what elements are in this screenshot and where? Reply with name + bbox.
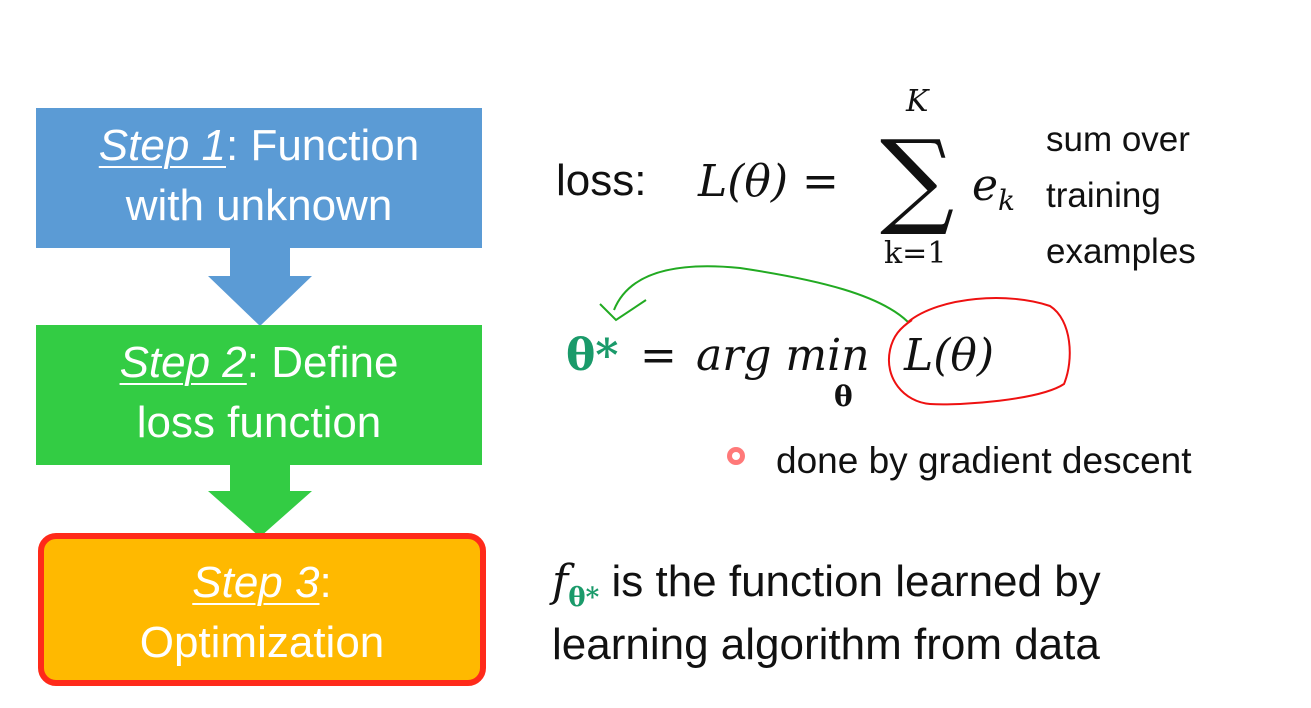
sum-term-subscript: k xyxy=(998,184,1016,217)
argmin-equals: = xyxy=(640,330,677,381)
argmin-operator: arg min xyxy=(696,330,870,381)
step-1-title-rest: : Function xyxy=(226,121,420,170)
step-1-title: Step 1 xyxy=(98,121,226,170)
loss-lhs: L(θ) = xyxy=(698,156,839,207)
down-arrow-1 xyxy=(208,248,312,326)
argmin-objective: L(θ) xyxy=(904,330,995,381)
f-symbol: f xyxy=(552,556,569,607)
sum-lower-limit: k=1 xyxy=(884,236,947,271)
gradient-descent-note: done by gradient descent xyxy=(776,440,1192,481)
loss-note-line-2: training xyxy=(1046,176,1161,215)
step-2-box: Step 2: Define loss function xyxy=(36,325,482,465)
green-arrowhead xyxy=(599,299,647,322)
sum-term: ek xyxy=(972,160,1015,217)
sum-term-e: e xyxy=(972,160,999,211)
loss-note: sum over training examples xyxy=(1046,112,1196,280)
sum-upper-limit: K xyxy=(906,84,929,119)
step-3-title: Step 3 xyxy=(192,558,320,607)
theta-star: θ* xyxy=(566,330,619,381)
red-circle xyxy=(887,297,1071,406)
green-curved-arrow xyxy=(613,265,909,323)
f-subscript: θ* xyxy=(568,583,600,613)
step-3-box: Step 3: Optimization xyxy=(38,533,486,686)
step-1-box: Step 1: Function with unknown xyxy=(36,108,482,248)
learned-function-text: is the function learned by xyxy=(599,557,1101,606)
argmin-subscript: θ xyxy=(834,380,853,413)
loss-label: loss: xyxy=(556,156,647,205)
loss-note-line-3: examples xyxy=(1046,232,1196,271)
loss-note-line-1: sum over xyxy=(1046,120,1190,159)
step-2-title: Step 2 xyxy=(119,338,247,387)
step-1-description: with unknown xyxy=(125,181,393,230)
sum-symbol: ∑ xyxy=(880,117,955,239)
learned-function-line-2: learning algorithm from data xyxy=(552,620,1100,669)
step-3-title-rest: : xyxy=(319,558,332,607)
step-2-title-rest: : Define xyxy=(246,338,399,387)
step-2-description: loss function xyxy=(136,398,382,447)
step-3-description: Optimization xyxy=(139,618,385,667)
learned-function-line-1: fθ* is the function learned by xyxy=(552,556,1101,613)
down-arrow-2 xyxy=(208,465,312,537)
